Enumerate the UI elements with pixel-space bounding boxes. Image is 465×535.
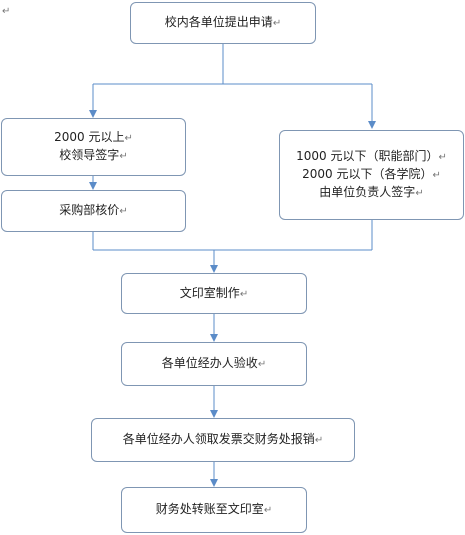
paragraph-mark: ↵ bbox=[263, 505, 273, 516]
paragraph-mark: ↵ bbox=[438, 152, 447, 163]
node-print-office-label: 文印室制作 bbox=[179, 285, 240, 300]
paragraph-mark: ↵ bbox=[272, 18, 282, 29]
paragraph-mark: ↵ bbox=[432, 170, 441, 181]
node-under-threshold: 1000 元以下（职能部门）↵ 2000 元以下（各学院）↵ 由单位负责人签字↵ bbox=[279, 130, 464, 220]
paragraph-mark: ↵ bbox=[257, 359, 267, 370]
node-procurement-pricing: 采购部核价↵ bbox=[1, 190, 186, 232]
node-handler-accept: 各单位经办人验收↵ bbox=[121, 342, 307, 386]
node-over-2000-line2: 校领导签字 bbox=[59, 148, 120, 162]
paragraph-mark: ↵ bbox=[124, 133, 133, 144]
node-handler-reimburse: 各单位经办人领取发票交财务处报销↵ bbox=[91, 418, 355, 462]
paragraph-mark: ↵ bbox=[415, 188, 424, 199]
paragraph-mark: ↵ bbox=[119, 206, 128, 217]
node-submit-request: 校内各单位提出申请↵ bbox=[130, 2, 316, 44]
page-paragraph-mark: ↵ bbox=[2, 6, 11, 17]
node-under-line1: 1000 元以下（职能部门） bbox=[296, 149, 439, 163]
node-over-2000: 2000 元以上↵ 校领导签字↵ bbox=[1, 118, 186, 176]
paragraph-mark: ↵ bbox=[239, 288, 249, 300]
paragraph-mark: ↵ bbox=[314, 435, 324, 446]
node-procurement-label: 采购部核价 bbox=[59, 203, 120, 217]
node-submit-request-label: 校内各单位提出申请 bbox=[164, 15, 273, 29]
node-over-2000-line1: 2000 元以上 bbox=[54, 130, 125, 144]
node-finance-transfer-label: 财务处转账至文印室 bbox=[155, 502, 264, 516]
node-print-office-make: 文印室制作↵ bbox=[121, 273, 307, 314]
paragraph-mark: ↵ bbox=[119, 151, 128, 162]
node-handler-accept-label: 各单位经办人验收 bbox=[161, 356, 258, 370]
node-under-line3: 由单位负责人签字 bbox=[319, 185, 416, 199]
node-finance-transfer: 财务处转账至文印室↵ bbox=[121, 487, 307, 533]
node-handler-reimburse-label: 各单位经办人领取发票交财务处报销 bbox=[122, 432, 315, 446]
node-under-line2: 2000 元以下（各学院） bbox=[302, 167, 433, 181]
